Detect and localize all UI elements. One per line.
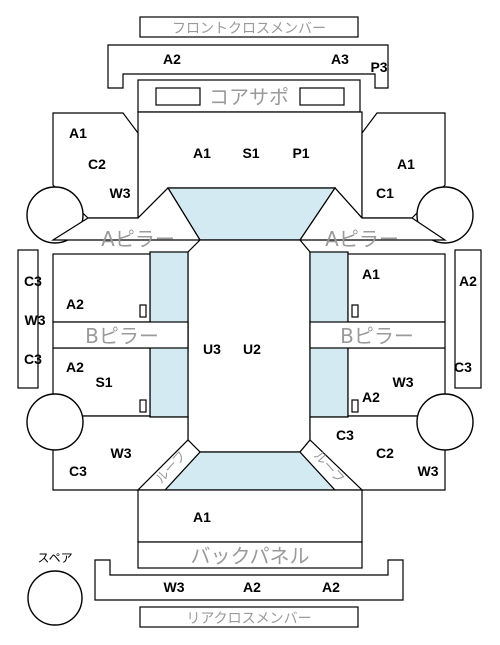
- code-front-left-b: C2: [88, 156, 106, 172]
- code-rear-member-c: A2: [322, 579, 340, 595]
- rear-right-wheel: [416, 393, 474, 451]
- rear-cross-member-label: リアクロスメンバー: [186, 611, 311, 627]
- right-front-door-handle: [351, 304, 359, 318]
- code-front-right-a: A1: [397, 156, 415, 172]
- left-headlight: [155, 87, 201, 106]
- code-hood-c: P1: [292, 145, 309, 161]
- code-front-left-c: W3: [110, 185, 131, 201]
- code-rear-right-b: C2: [376, 445, 394, 461]
- front-left-wheel: [26, 186, 84, 244]
- code-front-member-end: P3: [370, 59, 387, 75]
- front-cross-member[interactable]: [139, 16, 359, 38]
- left-rear-door-handle: [139, 399, 147, 413]
- trunk-lid[interactable]: [137, 489, 363, 543]
- code-right-side-bottom: C3: [454, 359, 472, 375]
- code-rear-left-b: C3: [69, 463, 87, 479]
- b-pillar-right-label: Bピラー: [340, 324, 414, 348]
- code-rear-left-a: W3: [111, 445, 132, 461]
- code-rear-right-a: C3: [336, 427, 354, 443]
- rear-left-wheel: [26, 393, 84, 451]
- code-left-side-mid: W3: [25, 312, 46, 328]
- code-right-rear-door-b: A2: [362, 389, 380, 405]
- left-side-sill[interactable]: [17, 249, 39, 389]
- code-hood-b: S1: [242, 145, 259, 161]
- code-roof-b: U2: [243, 341, 261, 357]
- b-pillar-left[interactable]: [52, 321, 189, 349]
- code-rear-member-b: A2: [243, 579, 261, 595]
- b-pillar-left-label: Bピラー: [85, 324, 159, 348]
- code-left-rear-door-a: A2: [66, 359, 84, 375]
- code-right-rear-door-a: W3: [393, 374, 414, 390]
- code-left-side-bottom: C3: [24, 351, 42, 367]
- code-left-front-door: A2: [66, 296, 84, 312]
- a-pillar-right-label: Aピラー: [325, 227, 399, 251]
- right-rear-door-handle: [351, 399, 359, 413]
- back-panel[interactable]: [137, 541, 363, 569]
- left-front-door-handle: [139, 304, 147, 318]
- a-pillar-left-label: Aピラー: [101, 227, 175, 251]
- code-front-member-right: A3: [331, 51, 349, 67]
- code-right-front-door: A1: [362, 266, 380, 282]
- code-left-side-top: C3: [24, 273, 42, 289]
- right-headlight: [299, 87, 345, 106]
- code-front-right-b: C1: [376, 185, 394, 201]
- right-side-sill[interactable]: [454, 249, 482, 389]
- code-rear-right-c: W3: [418, 463, 439, 479]
- b-pillar-right[interactable]: [309, 321, 446, 349]
- rear-member[interactable]: [94, 559, 404, 601]
- front-cross-member-label: フロントクロスメンバー: [172, 21, 326, 37]
- a-pillar-left[interactable]: [50, 187, 202, 241]
- front-right-wheel: [416, 186, 474, 244]
- a-pillar-right[interactable]: [298, 187, 447, 241]
- code-front-left-a: A1: [69, 125, 87, 141]
- spare-tire[interactable]: [27, 570, 83, 626]
- back-panel-label: バックパネル: [191, 544, 310, 568]
- code-trunk: A1: [193, 509, 211, 525]
- code-front-member-left: A2: [163, 51, 181, 67]
- spare-label: スペア: [37, 551, 72, 565]
- code-rear-member-a: W3: [164, 579, 185, 595]
- right-front-door[interactable]: [347, 253, 446, 323]
- code-left-rear-door-b: S1: [95, 374, 112, 390]
- front-member[interactable]: [107, 44, 389, 89]
- code-hood-a: A1: [193, 145, 211, 161]
- code-right-side-top: A2: [459, 273, 477, 289]
- code-roof-a: U3: [203, 341, 221, 357]
- core-support-label: コアサポ: [209, 85, 289, 109]
- rear-cross-member[interactable]: [139, 606, 359, 628]
